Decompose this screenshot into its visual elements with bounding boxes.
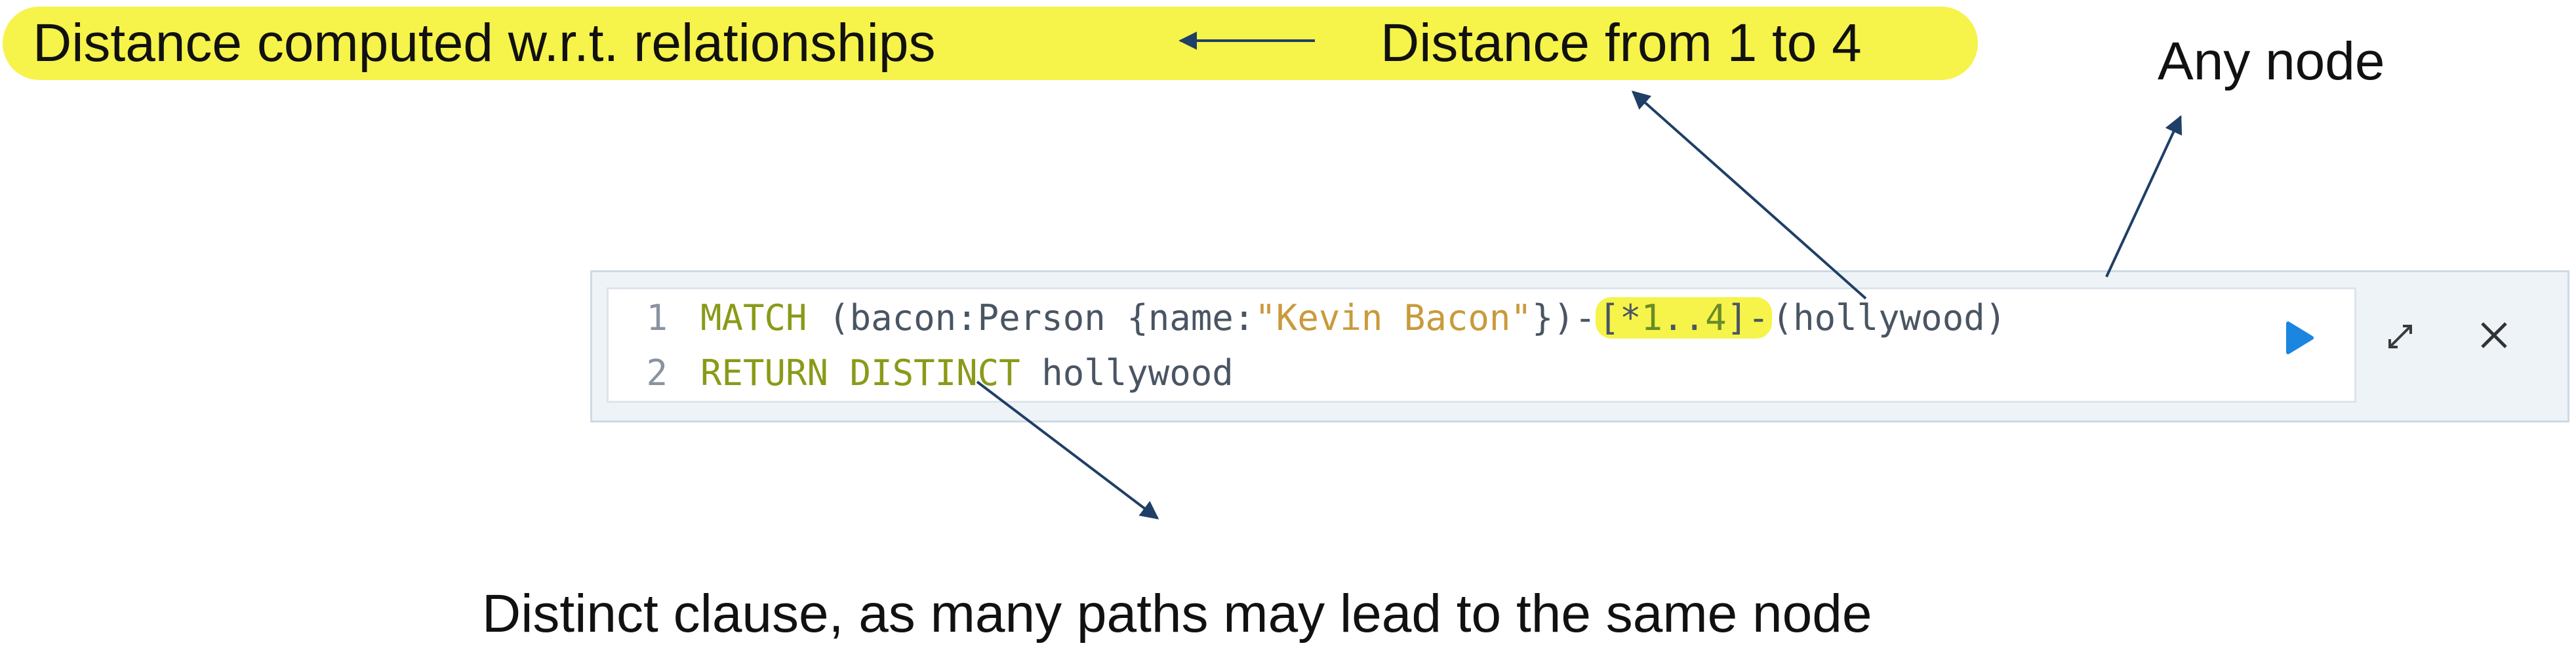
line-number: 2 [646, 352, 668, 394]
string-literal: "Kevin Bacon" [1255, 297, 1532, 338]
keyword-match: MATCH [700, 297, 807, 338]
expand-icon [2388, 325, 2412, 348]
annotation-relationship-distance: Distance computed w.r.t. relationships [33, 13, 936, 73]
rel-dots: .. [1662, 297, 1706, 338]
annotation-any-node: Any node [2158, 31, 2385, 91]
code-line-2: 2 RETURN DISTINCT hollywood [609, 350, 1234, 397]
keyword-return-distinct: RETURN DISTINCT [700, 352, 1020, 394]
annotation-distinct-note: Distinct clause, as many paths may lead … [482, 584, 1872, 644]
identifier-hollywood: hollywood [1041, 352, 1234, 394]
play-icon [2286, 321, 2314, 354]
pattern-open: (bacon:Person {name: [828, 297, 1255, 338]
annotation-highlight [3, 7, 1978, 80]
arrow-to-distance-range [1631, 91, 1867, 300]
relationship-range-highlight: [*1..4]- [1596, 297, 1772, 338]
rel-open: [* [1598, 297, 1641, 338]
query-editor[interactable]: 1 MATCH (bacon:Person {name:"Kevin Bacon"… [607, 287, 2356, 403]
annotation-distance-range: Distance from 1 to 4 [1380, 13, 1862, 73]
pattern-close: })- [1531, 297, 1596, 338]
target-node: (hollywood) [1771, 297, 2007, 338]
close-icon [2481, 322, 2507, 348]
line-number: 1 [646, 297, 668, 338]
code-line-1: 1 MATCH (bacon:Person {name:"Kevin Bacon"… [609, 295, 2006, 342]
expand-button[interactable] [2371, 307, 2430, 366]
rel-max: 4 [1705, 297, 1727, 338]
run-button[interactable] [2269, 308, 2328, 367]
rel-min: 1 [1641, 297, 1663, 338]
close-button[interactable] [2465, 306, 2524, 365]
rel-close: ]- [1726, 297, 1769, 338]
arrow-to-any-node [2105, 115, 2183, 277]
